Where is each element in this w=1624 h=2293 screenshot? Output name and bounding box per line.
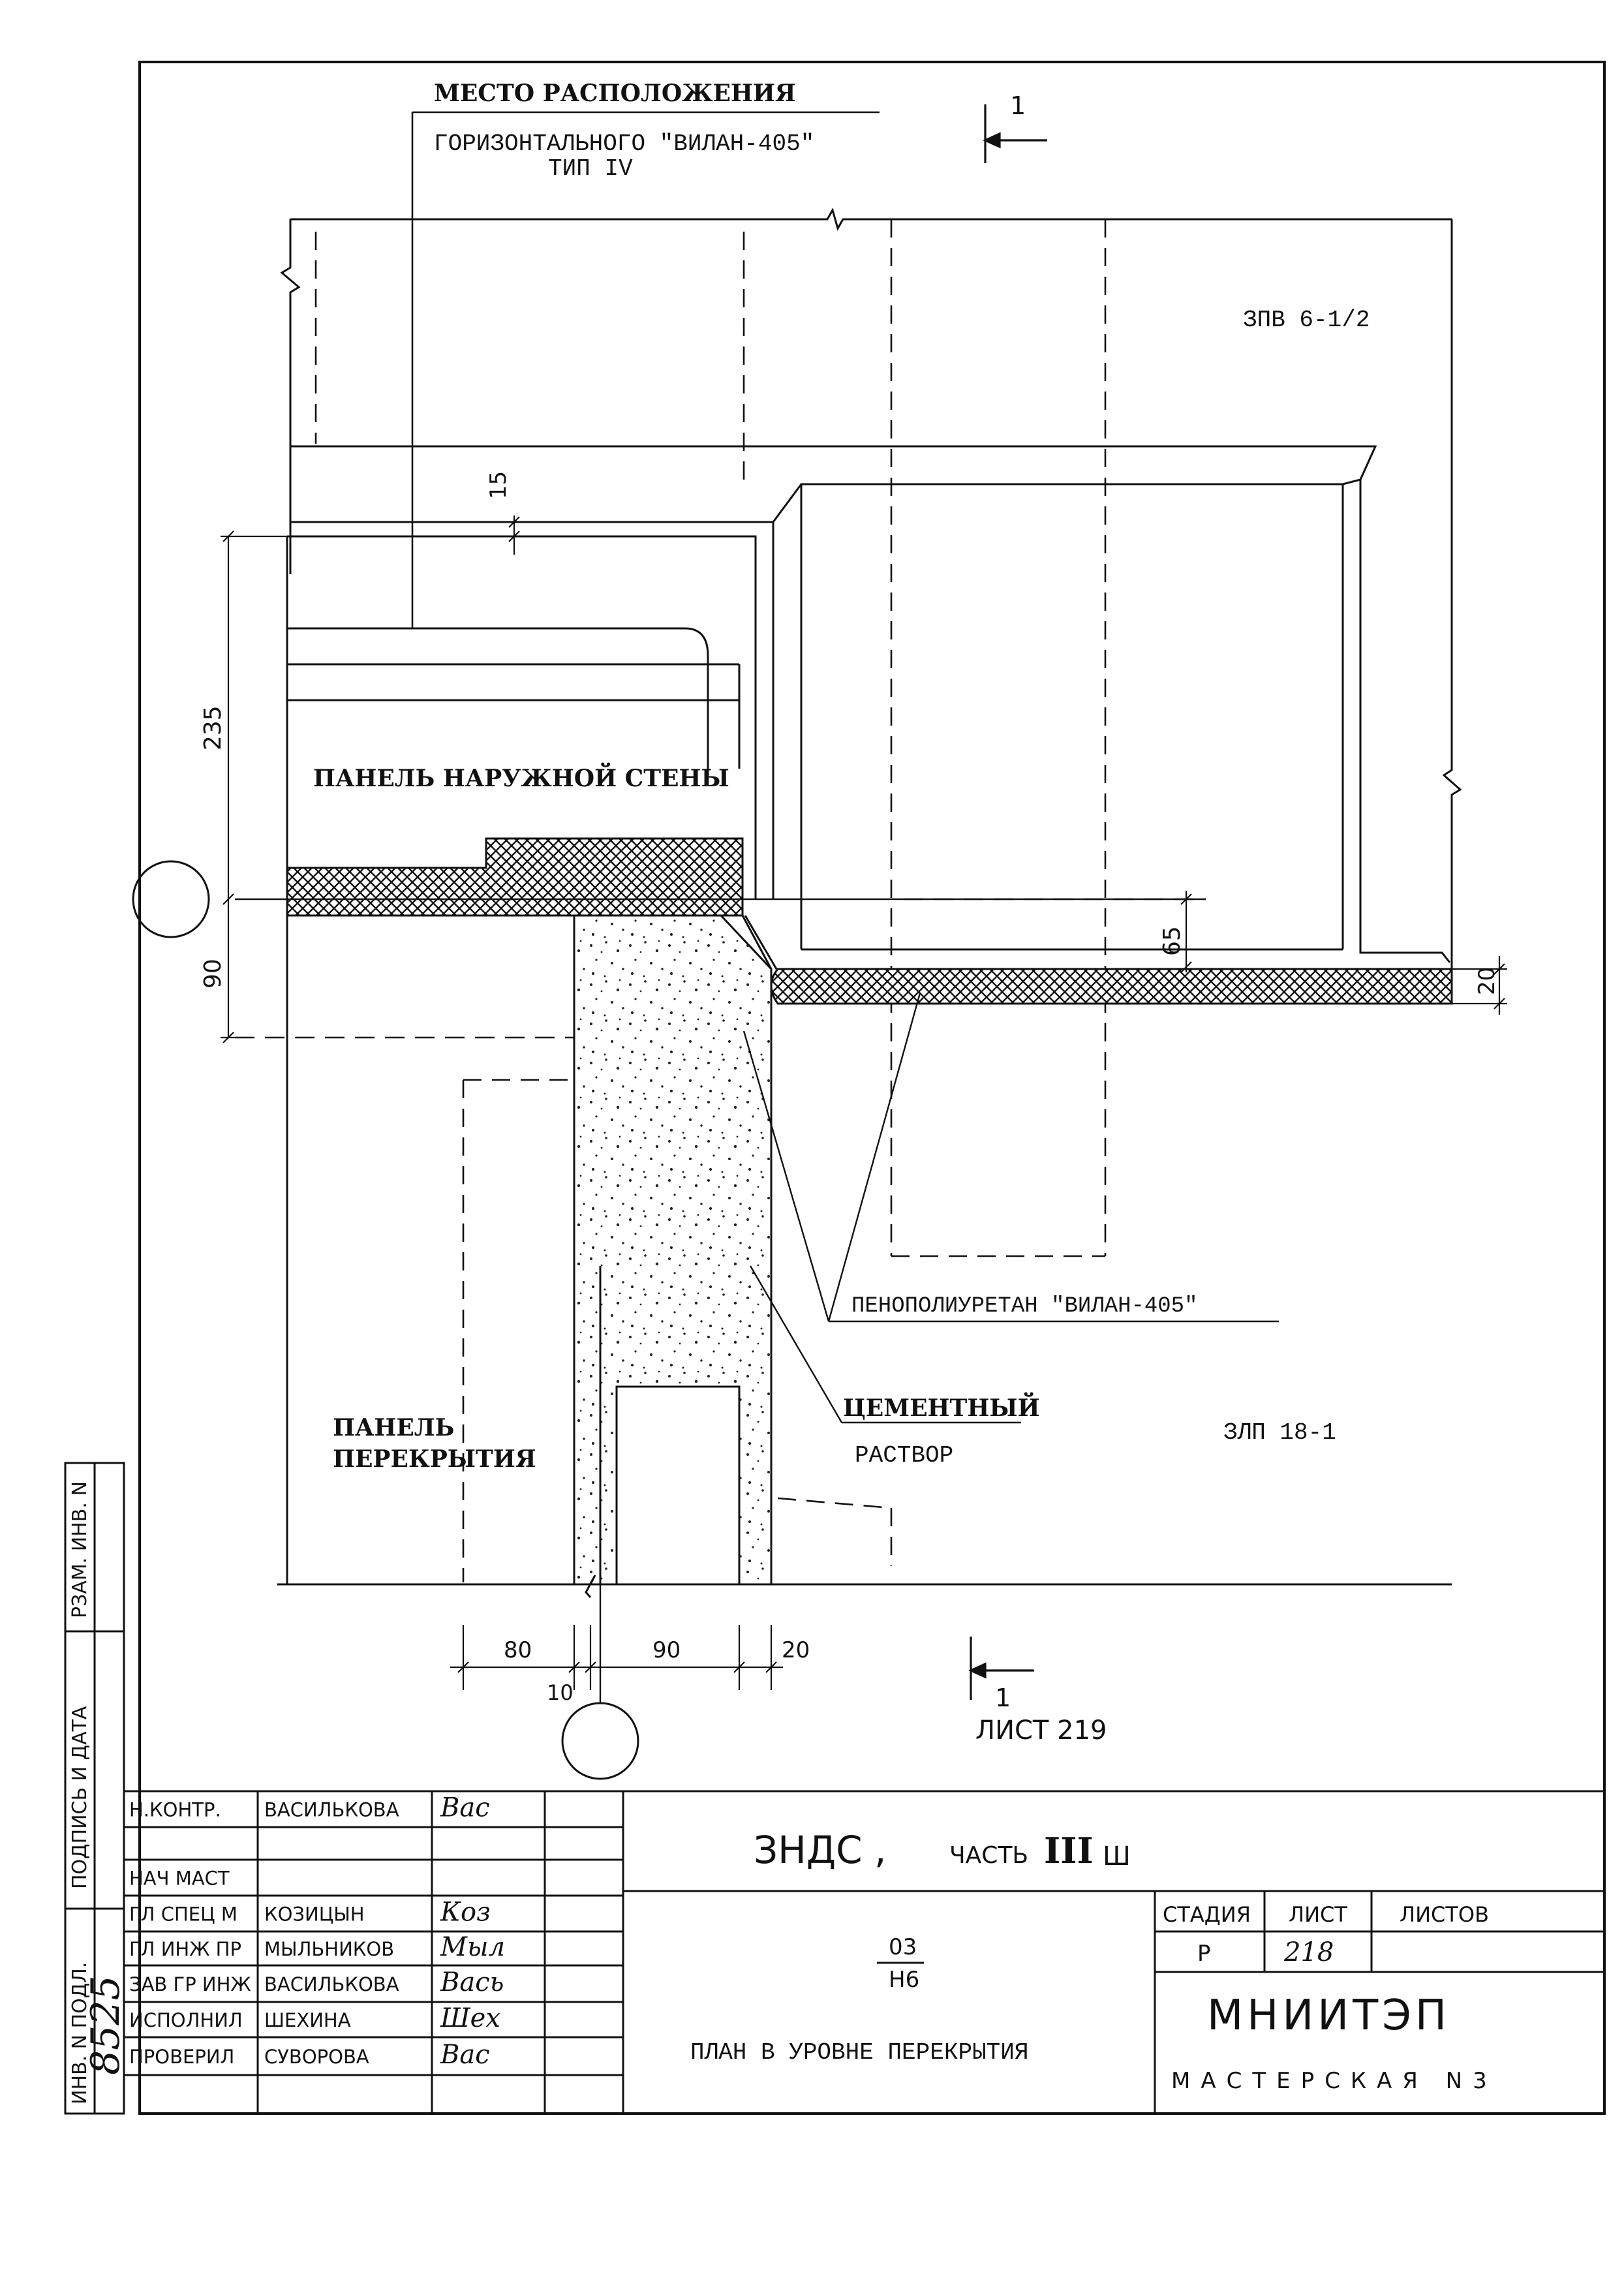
foam-label: ПЕНОПОЛИУРЕТАН "ВИЛАН-405" [851,1294,1198,1319]
left-break-line [280,219,301,574]
dashed-guides [314,219,1107,1582]
part-number: III [1044,1830,1094,1871]
leader-lines [743,993,1279,1424]
staff-role: ГЛ ИНЖ ПР [129,1938,241,1960]
stamp-signature-date: ПОДПИСЬ И ДАТА [69,1706,91,1889]
staff-role: ИСПОЛНИЛ [129,2009,243,2031]
stamp-inv-number: 8525 [83,1975,129,2075]
staff-role: ГЛ СПЕЦ М [129,1903,237,1926]
panel-zpv-label: ЗПВ 6-1/2 [1243,307,1370,333]
workshop-name: МАСТЕРСКАЯ N3 [1171,2068,1497,2094]
side-stamp-text: РЗАМ. ИНВ. N ПОДПИСЬ И ДАТА ИНВ. N ПОДЛ.… [69,1481,129,2104]
sealant-band-upper [286,837,744,917]
location-label-line3: ТИП IV [548,155,633,182]
plan-labels: МЕСТО РАСПОЛОЖЕНИЯ ГОРИЗОНТАЛЬНОГО "ВИЛА… [200,80,1500,1746]
right-break-line [1442,219,1462,976]
staff-name: КОЗИЦЫН [264,1903,365,1926]
floor-panel-label-line2: ПЕРЕКРЫТИЯ [333,1445,536,1473]
section-number-top: 1 [1010,91,1026,120]
staff-name: МЫЛЬНИКОВ [264,1938,394,1960]
zpv-panel-outline [290,445,1451,963]
staff-name: ВАСИЛЬКОВА [264,1973,399,1995]
dim-65: 65 [1159,926,1186,956]
staff-role: ЗАВ ГР ИНЖ [129,1973,251,1995]
side-stamp [64,1462,125,2115]
section-mark-bottom [968,1637,1034,1700]
sheet-value: 218 [1283,1937,1334,1967]
dim-20-vertical: 20 [1474,967,1500,995]
section-sheet-ref: ЛИСТ 219 [975,1716,1107,1746]
part-label: ЧАСТЬ [949,1842,1028,1869]
plan-drawing [132,104,1507,1780]
dim-20-horizontal: 20 [782,1637,810,1663]
dim-90-vertical: 90 [200,959,226,989]
staff-name: ВАСИЛЬКОВА [264,1799,399,1821]
panel-zlp-label: ЗЛП 18-1 [1223,1419,1336,1446]
section-number-bottom: 1 [995,1684,1011,1712]
outer-wall-panel [286,535,757,1584]
staff-signature: Мыл [440,1932,505,1962]
dimension-lines [221,516,1507,1690]
drawing-title: ПЛАН В УРОВНЕ ПЕРЕКРЫТИЯ [690,2039,1028,2066]
title-block-grid [123,1790,1604,2114]
dim-80: 80 [504,1637,532,1663]
foam-band [770,968,1453,1005]
floor-panel-label-line1: ПАНЕЛЬ [333,1414,454,1441]
location-label-line2: ГОРИЗОНТАЛЬНОГО "ВИЛАН-405" [434,131,814,157]
staff-role: ПРОВЕРИЛ [129,2046,234,2068]
axis-marker-bottom [561,1702,639,1780]
staff-signature: Шех [440,2003,500,2033]
sheets-header: ЛИСТОВ [1400,1902,1489,1927]
stage-header: СТАДИЯ [1163,1902,1251,1927]
cement-mortar-joint [573,914,773,1586]
staff-signature: Вас [440,1793,490,1823]
location-label-line1: МЕСТО РАСПОЛОЖЕНИЯ [434,80,796,107]
sheet-header: ЛИСТ [1289,1902,1347,1927]
drawing-number-top: 03 [889,1934,917,1960]
staff-name: СУВОРОВА [264,2046,369,2068]
dim-15: 15 [485,471,512,499]
dim-90-horizontal: 90 [652,1637,681,1663]
cement-label-line2: РАСТВОР [855,1442,953,1469]
stamp-replace-inv: РЗАМ. ИНВ. N [69,1481,91,1618]
part-suffix: Ш [1103,1841,1131,1871]
title-block-text: ЗНДС , ЧАСТЬ III Ш 03 Н6 ПЛАН В УРОВНЕ П… [690,1828,1497,2094]
staff-signature: Коз [440,1898,491,1928]
dim-10: 10 [547,1680,574,1705]
document-code: ЗНДС , [754,1828,886,1872]
staff-name: ШЕХИНА [264,2009,351,2031]
stage-value: Р [1197,1941,1211,1967]
section-mark-top [983,104,1047,163]
staff-signature: Вас [440,2040,490,2070]
staff-signature: Вась [440,1967,504,1997]
top-break-line [290,208,1452,231]
sheet-frame [138,61,1606,2115]
axis-marker-left [132,860,210,938]
cement-label-line1: ЦЕМЕНТНЫЙ [843,1393,1040,1422]
dim-235: 235 [200,705,226,750]
staff-role: НАЧ МАСТ [129,1868,230,1890]
drawing-number-bottom: Н6 [889,1967,919,1993]
outer-wall-label: ПАНЕЛЬ НАРУЖНОЙ СТЕНЫ [313,763,729,792]
staff-role: Н.КОНТР. [129,1799,221,1821]
organization-name: МНИИТЭП [1207,1992,1450,2040]
stamp-inv-original: ИНВ. N ПОДЛ. [69,1962,91,2104]
